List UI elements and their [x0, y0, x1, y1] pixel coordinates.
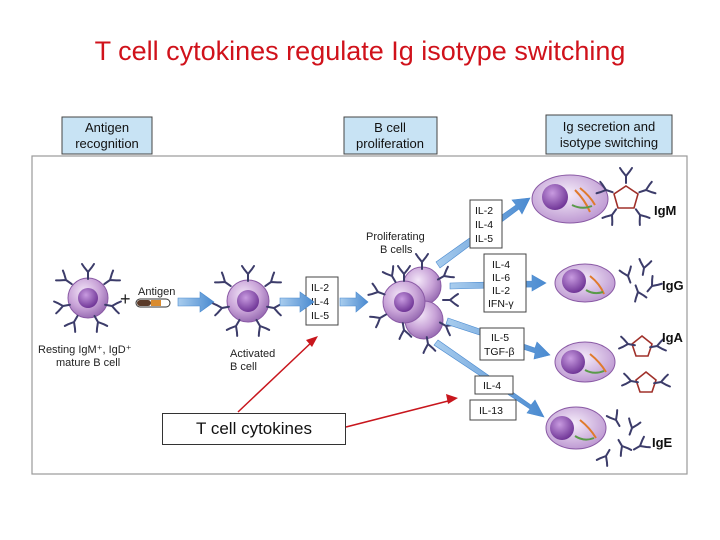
svg-text:IL-6: IL-6 [492, 272, 510, 284]
resting-cell-label-2: mature B cell [56, 357, 120, 369]
resting-b-cell [53, 263, 122, 333]
cytokine-box-igg: IL-4 IL-6 IL-2 IFN-γ [483, 253, 527, 313]
plus-sign: + [120, 289, 131, 309]
arrow-to-proliferating [279, 291, 315, 313]
svg-text:IL-2: IL-2 [311, 282, 329, 294]
arrow-past-box [339, 291, 369, 313]
proliferating-label-1: Proliferating [366, 231, 425, 243]
svg-text:IFN-γ: IFN-γ [488, 298, 514, 310]
proliferating-b-cells [367, 253, 459, 354]
plasma-cell-iga [554, 341, 616, 383]
cytokine-box-ige-a: IL-4 [474, 375, 514, 395]
t-cell-cytokines-callout: T cell cytokines [162, 413, 346, 445]
svg-text:isotype switching: isotype switching [560, 135, 658, 150]
svg-text:IL-2: IL-2 [492, 285, 510, 297]
activated-cell-label-2: B cell [230, 361, 257, 373]
svg-text:B cell: B cell [374, 120, 406, 135]
svg-text:IL-4: IL-4 [475, 219, 493, 231]
svg-text:IL-5: IL-5 [311, 310, 329, 322]
cytokine-box-ige-b: IL-13 [469, 399, 517, 421]
antigen-icon [135, 298, 171, 308]
isotype-ige: IgE [652, 435, 673, 450]
header-b-cell-proliferation: B cell proliferation [343, 116, 438, 155]
antigen-label: Antigen [138, 286, 175, 298]
plasma-cell-ige [545, 406, 607, 450]
svg-text:Ig secretion and: Ig secretion and [563, 119, 656, 134]
activated-b-cell [212, 265, 284, 337]
proliferating-label-2: B cells [380, 244, 413, 256]
svg-text:Antigen: Antigen [85, 120, 129, 135]
svg-text:IL-5: IL-5 [475, 233, 493, 245]
svg-text:IL-4: IL-4 [311, 296, 329, 308]
isotype-igm: IgM [654, 203, 676, 218]
callout-arrows [237, 336, 458, 428]
svg-text:IL-2: IL-2 [475, 205, 493, 217]
svg-text:IL-4: IL-4 [492, 259, 510, 271]
igm-pentamer-icon [595, 167, 657, 226]
svg-text:IL-5: IL-5 [491, 332, 509, 344]
header-antigen-recognition: Antigen recognition [61, 116, 153, 155]
svg-text:recognition: recognition [75, 136, 139, 151]
isotype-igg: IgG [662, 278, 684, 293]
activated-cell-label-1: Activated [230, 348, 275, 360]
cytokine-box-igm: IL-2 IL-4 IL-5 [469, 199, 503, 249]
svg-text:TGF-β: TGF-β [484, 346, 515, 358]
iga-dimers-icon [618, 334, 671, 393]
arrow-to-activated [177, 291, 215, 313]
svg-text:proliferation: proliferation [356, 136, 424, 151]
plasma-cell-igg [554, 263, 616, 303]
header-ig-secretion: Ig secretion and isotype switching [545, 114, 673, 155]
plasma-cell-igm [531, 174, 609, 224]
svg-text:IL-13: IL-13 [479, 405, 503, 417]
page-title: T cell cytokines regulate Ig isotype swi… [94, 36, 626, 66]
resting-cell-label-1: Resting IgM⁺, IgD⁺ [38, 344, 132, 356]
isotype-iga: IgA [662, 330, 684, 345]
cytokine-box-iga: IL-5 TGF-β [479, 327, 525, 361]
svg-text:IL-4: IL-4 [483, 380, 501, 392]
